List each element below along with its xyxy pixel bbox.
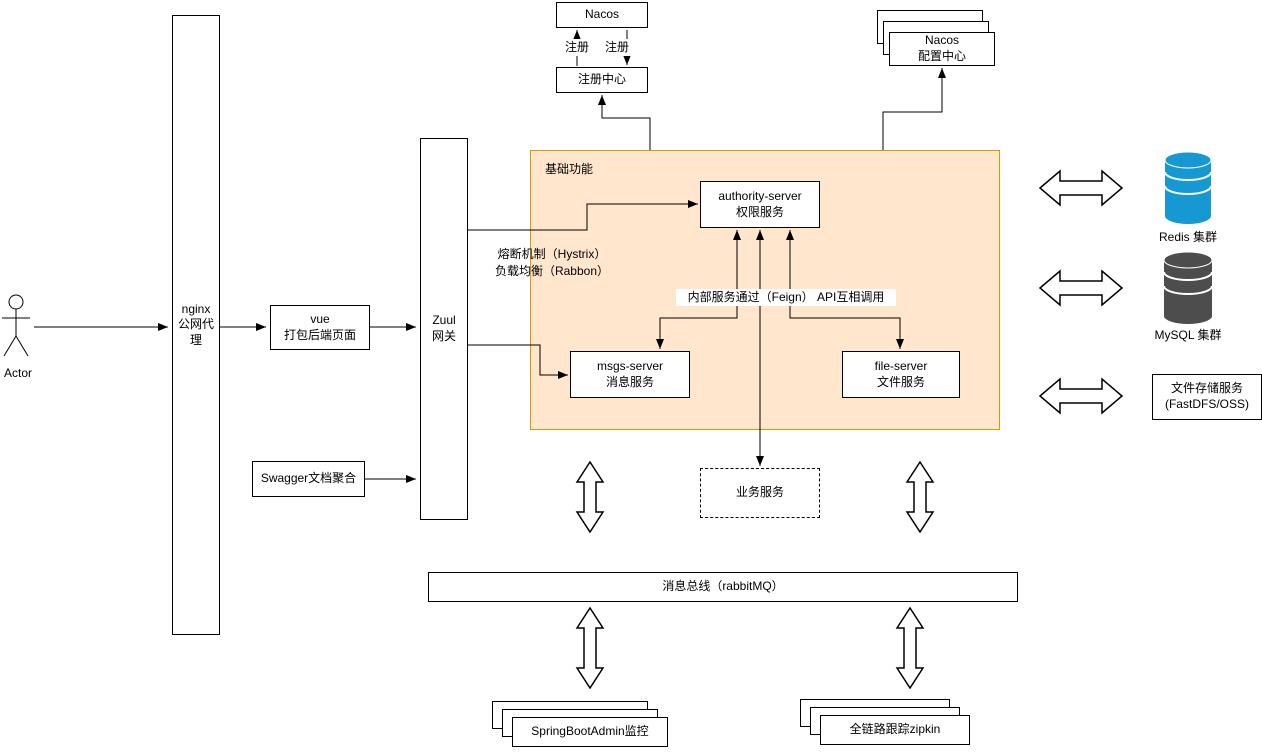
region-title: 基础功能 bbox=[545, 162, 594, 176]
nginx-proxy-label: nginx 公网代理 bbox=[177, 301, 214, 347]
arrow-region-to-registry bbox=[598, 95, 651, 150]
arrow-region-to-config-center bbox=[882, 68, 946, 150]
registry-center-label: 注册中心 bbox=[577, 72, 626, 87]
double-arrow-mysql bbox=[1038, 269, 1124, 307]
nacos-config-node: Nacos 配置中心 bbox=[889, 32, 995, 66]
nacos-label: Nacos bbox=[584, 7, 619, 22]
authority-server-node: authority-server 权限服务 bbox=[700, 181, 820, 228]
register-label-right: 注册 bbox=[603, 39, 631, 56]
double-arrow-bus-admin bbox=[575, 606, 605, 690]
file-storage-label: 文件存储服务 (FastDFS/OSS) bbox=[1164, 381, 1249, 411]
vue-frontend-node: vue 打包后端页面 bbox=[270, 305, 370, 350]
register-label-left: 注册 bbox=[563, 39, 591, 56]
arrow-zuul-to-authority bbox=[468, 200, 698, 231]
business-service-label: 业务服务 bbox=[735, 485, 784, 500]
double-arrows bbox=[575, 169, 1124, 690]
arrow-msgs-authority bbox=[656, 230, 741, 349]
zuul-gateway-label: Zuul 网关 bbox=[431, 313, 456, 343]
zipkin-node: 全链路跟踪zipkin bbox=[820, 715, 970, 745]
nacos-config-label: Nacos 配置中心 bbox=[917, 33, 966, 63]
authority-server-label: authority-server 权限服务 bbox=[718, 188, 802, 219]
mysql-database-icon bbox=[1163, 251, 1213, 324]
redis-cluster-label: Redis 集群 bbox=[1158, 230, 1217, 244]
registry-center-node: 注册中心 bbox=[556, 67, 648, 93]
connectors bbox=[34, 30, 946, 483]
swagger-label: Swagger文档聚合 bbox=[260, 471, 357, 486]
double-arrow-storage bbox=[1038, 377, 1124, 415]
vue-frontend-label: vue 打包后端页面 bbox=[283, 311, 356, 342]
actor-figure-icon bbox=[2, 294, 30, 357]
msgs-server-label: msgs-server 消息服务 bbox=[596, 358, 663, 389]
resilience-label: 熔断机制（Hystrix） 负载均衡（Rabbon） bbox=[494, 247, 610, 278]
springbootadmin-label: SpringBootAdmin监控 bbox=[531, 724, 649, 739]
nginx-proxy-node: nginx 公网代理 bbox=[172, 15, 220, 635]
feign-label: 内部服务通过（Feign） API互相调用 bbox=[676, 289, 896, 306]
arrow-zuul-to-msgs bbox=[468, 344, 568, 379]
double-arrow-bus-zipkin bbox=[895, 606, 925, 690]
mysql-cluster-label: MySQL 集群 bbox=[1154, 328, 1222, 342]
actor-label: Actor bbox=[3, 366, 32, 380]
msgs-server-node: msgs-server 消息服务 bbox=[570, 351, 690, 398]
message-bus-node: 消息总线（rabbitMQ） bbox=[428, 572, 1018, 602]
double-arrow-redis bbox=[1038, 169, 1124, 207]
arrow-file-authority bbox=[786, 230, 904, 349]
double-arrow-msgs-bus bbox=[575, 460, 605, 534]
double-arrow-file-bus bbox=[905, 460, 935, 534]
file-server-node: file-server 文件服务 bbox=[842, 351, 960, 398]
zuul-gateway-node: Zuul 网关 bbox=[420, 138, 468, 520]
springbootadmin-node: SpringBootAdmin监控 bbox=[512, 717, 668, 747]
zipkin-label: 全链路跟踪zipkin bbox=[849, 722, 941, 737]
nacos-node: Nacos bbox=[556, 2, 648, 28]
business-service-node: 业务服务 bbox=[700, 468, 820, 518]
file-storage-node: 文件存储服务 (FastDFS/OSS) bbox=[1152, 374, 1262, 420]
swagger-node: Swagger文档聚合 bbox=[252, 461, 365, 497]
file-server-label: file-server 文件服务 bbox=[874, 358, 928, 389]
redis-database-icon bbox=[1164, 151, 1212, 224]
message-bus-label: 消息总线（rabbitMQ） bbox=[662, 579, 784, 594]
